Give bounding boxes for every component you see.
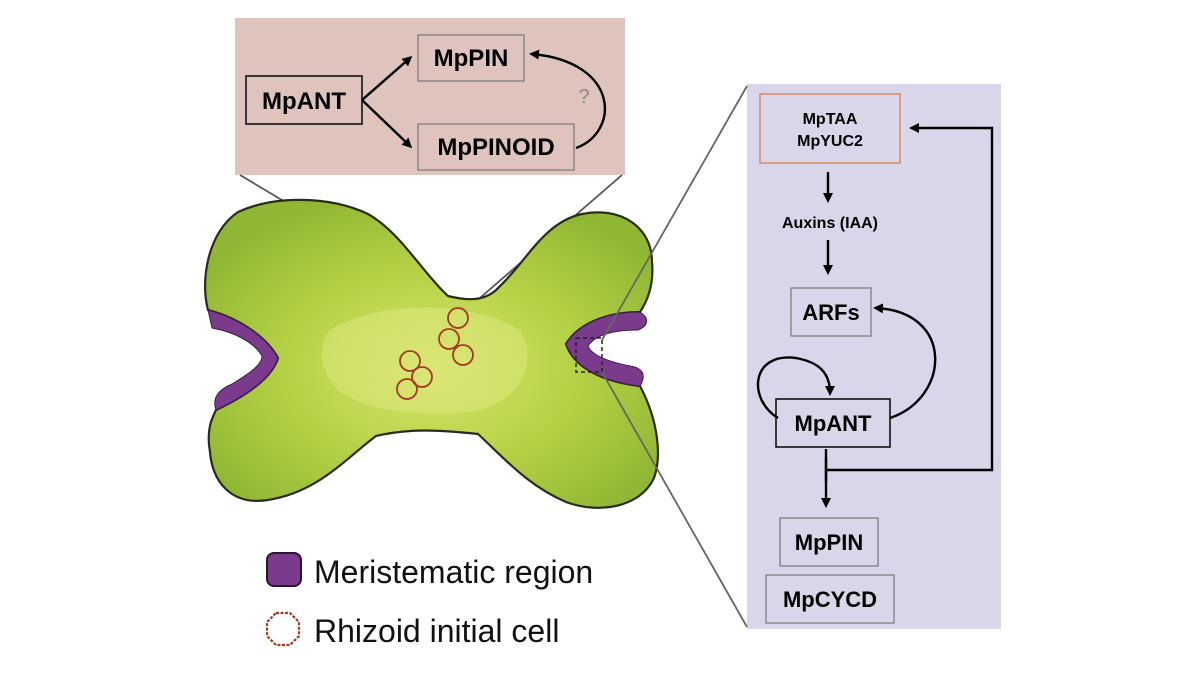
rhizoid-legend-label: Rhizoid initial cell xyxy=(314,613,559,649)
right-zoom-line-bottom xyxy=(601,371,748,628)
arrow-mpant-to-mppin xyxy=(361,56,413,101)
rhizoid-cell xyxy=(447,307,469,329)
right-mpcycd-label: MpCYCD xyxy=(783,587,877,612)
arrow-mpant-to-arfs xyxy=(873,303,937,420)
top-mppin-label: MpPIN xyxy=(434,45,509,72)
rhizoid-legend-swatch xyxy=(265,611,301,647)
top-mpant-label: MpANT xyxy=(262,88,346,115)
inhibition-feedback-line xyxy=(826,123,994,472)
rhizoid-cell xyxy=(399,350,421,372)
arrow-mpant-to-mppinoid xyxy=(361,99,413,149)
zoom-region-box xyxy=(575,337,603,373)
rhizoid-cell xyxy=(452,344,474,366)
top-mppinoid-box xyxy=(417,123,575,171)
rhizoid-cells xyxy=(396,307,474,400)
rhizoid-cell xyxy=(438,328,460,350)
mptaa-label: MpTAA xyxy=(803,111,858,128)
top-panel: MpANT MpPIN MpPINOID ? xyxy=(235,18,625,175)
thallus xyxy=(204,198,660,509)
thallus-highlight xyxy=(321,307,528,414)
arrow-mppinoid-to-mppin xyxy=(529,49,607,150)
rhizoid-cell xyxy=(411,366,433,388)
top-mppin-box xyxy=(417,34,525,82)
rhizoid-cell xyxy=(396,378,418,400)
mpyuc2-label: MpYUC2 xyxy=(797,133,863,150)
right-mpant-box xyxy=(775,398,891,448)
meristem-notch-left xyxy=(207,309,279,411)
right-panel-network: MpTAA MpYUC2 Auxins (IAA) ARFs MpANT MpP… xyxy=(756,93,994,624)
right-mppin-box xyxy=(779,517,879,567)
right-mpant-label: MpANT xyxy=(795,411,873,436)
arfs-box xyxy=(790,287,872,337)
right-zoom-line-top xyxy=(601,85,748,341)
top-panel-background xyxy=(235,18,625,175)
question-mark: ? xyxy=(578,86,589,108)
right-mpcycd-box xyxy=(765,574,895,624)
legend: Meristematic region Rhizoid initial cell xyxy=(265,552,593,649)
meristem-legend-label: Meristematic region xyxy=(314,554,593,590)
meristem-legend-swatch xyxy=(266,552,302,587)
arrow-mpant-self-loop xyxy=(756,356,835,420)
top-mppinoid-label: MpPINOID xyxy=(437,134,554,161)
right-mppin-label: MpPIN xyxy=(795,530,863,555)
arfs-label: ARFs xyxy=(802,300,859,325)
auxin-label: Auxins (IAA) xyxy=(782,215,878,232)
meristem-notch-right xyxy=(565,311,647,387)
biosynthesis-box xyxy=(759,93,901,164)
